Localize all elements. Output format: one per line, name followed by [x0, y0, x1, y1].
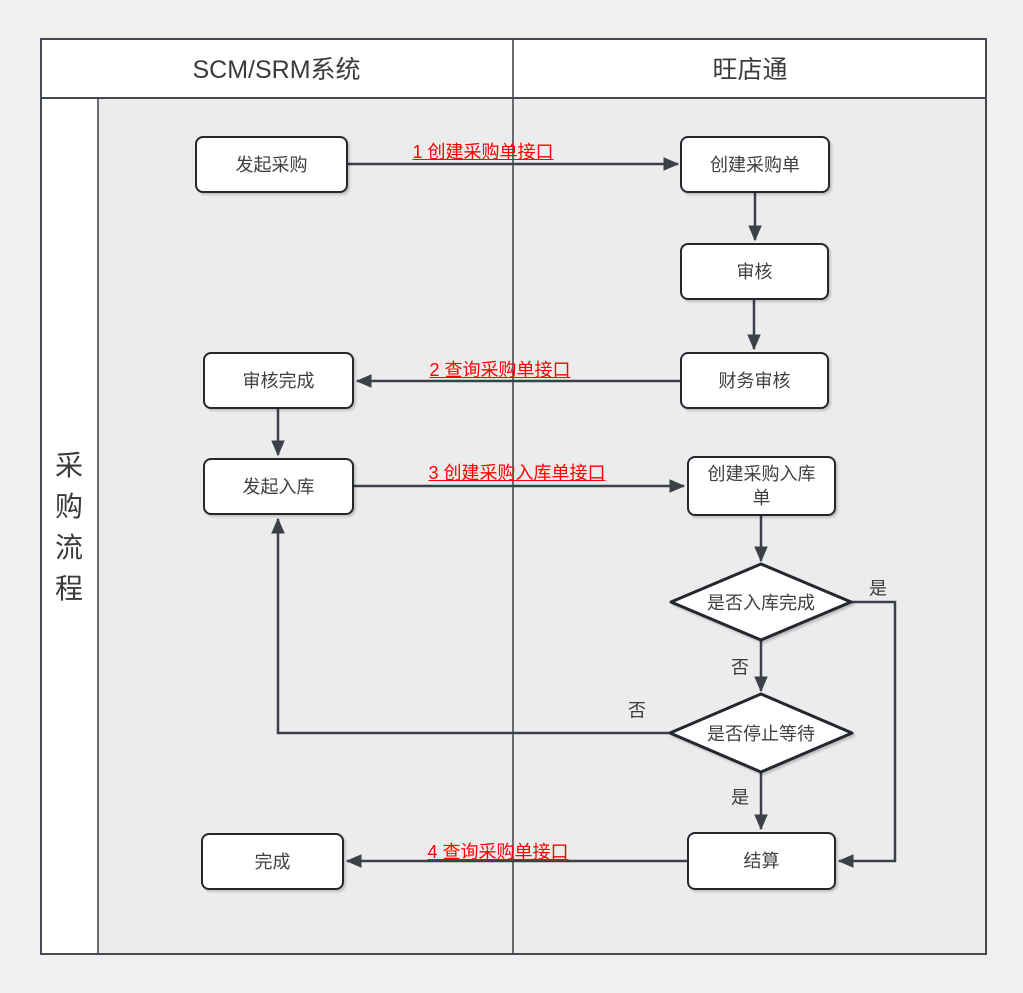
edge-label-wait-yes: 是: [731, 787, 749, 808]
edge-label-api4: 4 查询采购单接口: [427, 842, 569, 862]
pool-background: [40, 38, 987, 955]
edge-label-inbound-no: 否: [731, 657, 749, 678]
node-review-label: 审核: [736, 261, 773, 282]
node-initiate-inbound: 发起入库: [203, 458, 354, 515]
node-create-po: 创建采购单: [680, 136, 830, 193]
pool-title: 采购流程: [40, 98, 98, 955]
node-review-done: 审核完成: [203, 352, 354, 409]
node-review-done-label: 审核完成: [242, 370, 315, 391]
lane-header-wangdiantong: 旺店通: [513, 38, 987, 98]
edge-label-api3: 3 创建采购入库单接口: [428, 463, 606, 483]
edge-label-wait-no: 否: [628, 700, 646, 721]
node-initiate-purchase: 发起采购: [195, 136, 348, 193]
node-finance-review: 财务审核: [680, 352, 829, 409]
node-finance-review-label: 财务审核: [718, 370, 791, 391]
lane-header-scm-srm-label: SCM/SRM系统: [192, 56, 361, 84]
decision-inbound-complete-text: 是否入库完成: [707, 593, 815, 613]
edge-label-api2: 2 查询采购单接口: [429, 360, 571, 380]
node-complete: 完成: [201, 833, 344, 890]
node-initiate-inbound-label: 发起入库: [242, 476, 315, 497]
decision-stop-waiting-text: 是否停止等待: [707, 724, 815, 744]
pool-title-label: 采购流程: [54, 449, 83, 604]
decision-stop-waiting-label: 是否停止等待: [681, 713, 841, 753]
node-settlement-label: 结算: [743, 851, 780, 871]
lane-header-scm-srm: SCM/SRM系统: [40, 38, 513, 98]
decision-inbound-complete-label: 是否入库完成: [681, 582, 841, 622]
node-create-po-label: 创建采购单: [710, 154, 800, 175]
node-settlement: 结算: [687, 832, 836, 890]
edge-label-inbound-yes: 是: [869, 578, 887, 599]
lane-header-wangdiantong-label: 旺店通: [712, 56, 788, 84]
node-initiate-purchase-label: 发起采购: [235, 154, 308, 175]
node-complete-label: 完成: [254, 851, 291, 872]
node-review: 审核: [680, 243, 829, 300]
edge-label-api1: 1 创建采购单接口: [412, 142, 554, 162]
node-create-inbound: 创建采购入库单: [687, 456, 836, 516]
node-create-inbound-label: 创建采购入库单: [707, 464, 816, 508]
